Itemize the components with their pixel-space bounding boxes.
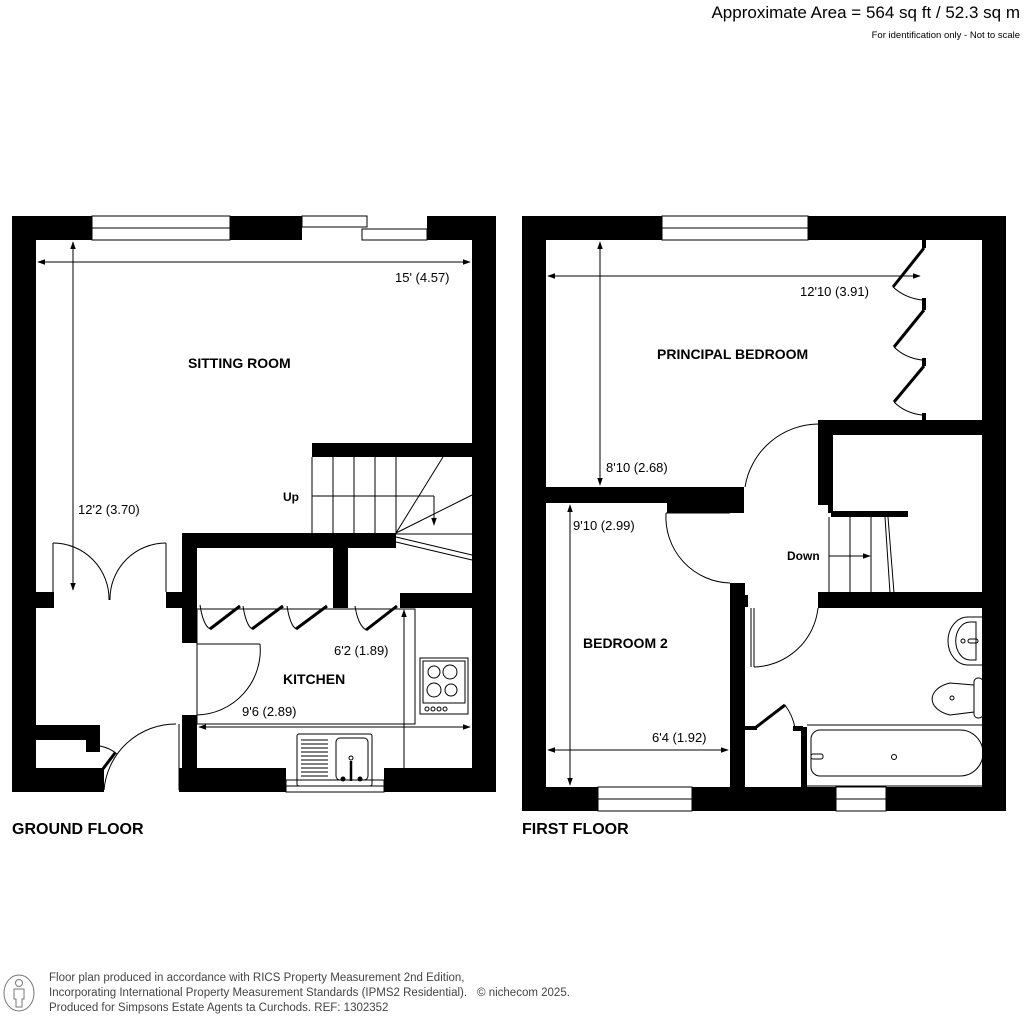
bedroom-2-length: 9'10 (2.99) [573,518,635,533]
footer: Floor plan produced in accordance with R… [0,967,700,1017]
window-icon [835,786,887,812]
wardrobe-doors-icon [891,240,926,421]
hob-icon [419,657,469,715]
basin-icon [947,616,982,666]
window-icon [597,786,693,812]
room-label-kitchen: KITCHEN [283,671,345,687]
cupboard-door-icon [754,703,796,730]
footer-line-1: Floor plan produced in accordance with R… [49,972,465,984]
footer-text: Floor plan produced in accordance with R… [49,971,570,1016]
room-label-principal-bedroom: PRINCIPAL BEDROOM [657,346,808,362]
footer-line-2: Incorporating International Property Mea… [49,986,570,1001]
cupboard-doors-icon [199,604,398,632]
room-label-bedroom-2: BEDROOM 2 [583,635,668,651]
room-label-sitting-room: SITTING ROOM [188,355,291,371]
toilet-icon [931,677,984,719]
kitchen-length: 6'2 (1.89) [334,643,389,658]
kitchen-door-icon [196,643,261,716]
bedroom-door-icon [665,512,731,584]
scale-note: For identification only - Not to scale [871,30,1020,41]
front-door-icon [91,723,177,791]
approximate-area: Approximate Area = 564 sq ft / 52.3 sq m [711,3,1020,22]
footer-line-3: Produced for Simpsons Estate Agents ta C… [49,1002,389,1014]
bedroom-door-icon [744,423,819,488]
area-header: Approximate Area = 564 sq ft / 52.3 sq m… [711,2,1020,43]
bedroom-2-width: 6'4 (1.92) [652,730,707,745]
staircase-down [828,516,895,594]
kitchen-width: 9'6 (2.89) [242,704,297,719]
first-floor-plan: Down [522,215,1006,838]
copyright: © nichecom 2025. [477,987,570,999]
stairs-up-label: Up [283,490,299,504]
floor-label-ground: GROUND FLOOR [12,821,144,838]
bath-icon [810,729,984,777]
floor-label-first: FIRST FLOOR [522,821,629,838]
sink-icon [296,733,373,787]
sliding-door-icon [301,215,428,241]
stairs-down-label: Down [787,549,820,563]
principal-bedroom-length: 8'10 (2.68) [606,460,668,475]
double-door-icon [52,542,167,601]
principal-bedroom-width: 12'10 (3.91) [800,284,869,299]
window-icon [91,215,231,241]
footer-line-2-text: Incorporating International Property Mea… [49,987,468,999]
sitting-room-width: 15' (4.57) [395,270,450,285]
staircase-up [311,456,473,561]
ground-floor-plan: Up [12,215,496,838]
bathroom-door-icon [750,607,819,668]
sitting-room-length: 12'2 (3.70) [78,502,140,517]
person-icon [3,974,35,1012]
window-icon [661,215,809,241]
